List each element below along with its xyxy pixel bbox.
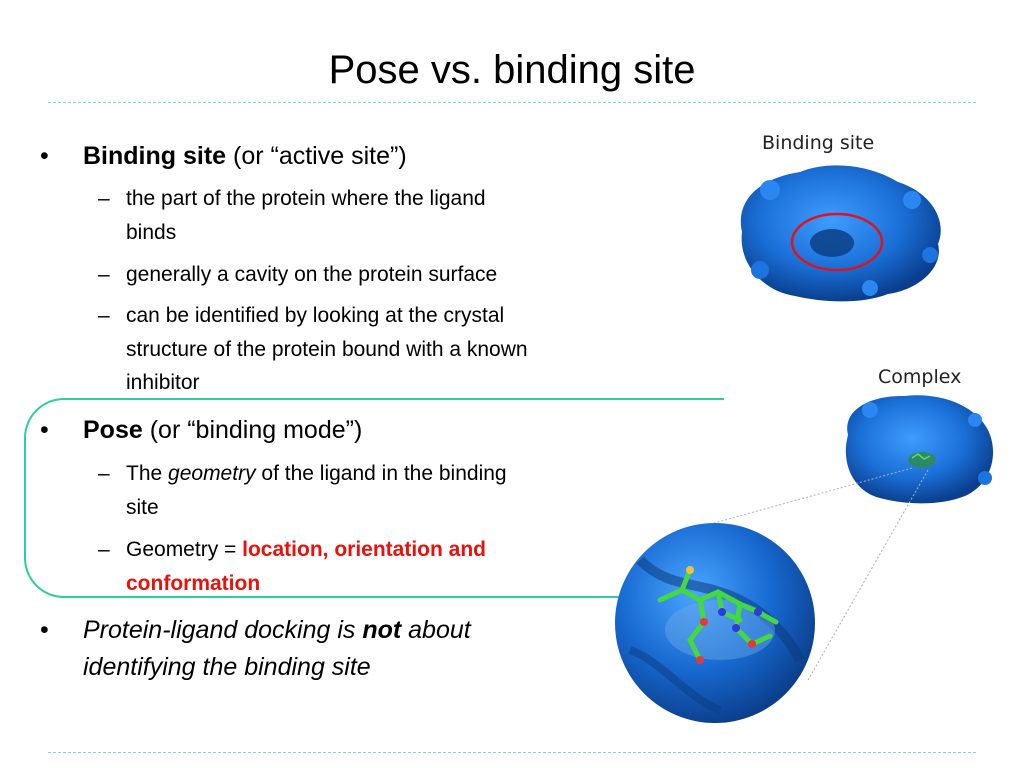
complex-label: Complex <box>878 366 962 388</box>
sub-line: structure of the protein bound with a kn… <box>126 338 528 361</box>
text-part: about <box>401 616 471 644</box>
dash-marker: – <box>98 304 110 327</box>
highlight-text: location, orientation and <box>242 538 486 561</box>
dash-marker: – <box>98 263 110 286</box>
dash-marker: – <box>98 462 110 485</box>
pose-highlight-box <box>24 398 724 598</box>
dash-marker: – <box>98 538 110 561</box>
bullet-line: identifying the binding site <box>83 653 371 681</box>
bold-term: not <box>362 616 402 644</box>
zoom-line-bottom <box>807 469 929 681</box>
bullet-text: Protein-ligand docking is not about <box>83 614 471 647</box>
bottom-divider <box>48 752 976 753</box>
sub-line: binds <box>126 221 177 244</box>
top-divider <box>48 102 976 103</box>
bullet-rest: (or “binding mode”) <box>142 416 363 444</box>
slide-title: Pose vs. binding site <box>328 48 696 92</box>
bullet-bold-term: Pose <box>83 416 143 444</box>
bullet-marker: • <box>40 416 49 444</box>
sub-line: the part of the protein where the ligand <box>126 187 486 210</box>
binding-site-label: Binding site <box>762 132 875 154</box>
binding-site-circle <box>790 212 884 272</box>
sub-line: generally a cavity on the protein surfac… <box>126 263 498 286</box>
bullet-marker: • <box>40 142 49 170</box>
italic-term: geometry <box>168 462 256 485</box>
bullet-bold-term: Binding site <box>83 142 227 170</box>
text-part: The <box>126 462 169 485</box>
bullet-text: Binding site (or “active site”) <box>83 140 407 173</box>
highlight-text: conformation <box>126 572 261 595</box>
sub-line: can be identified by looking at the crys… <box>126 304 505 327</box>
bullet-marker: • <box>40 616 49 644</box>
bullet-rest: (or “active site”) <box>226 142 407 170</box>
sub-line: inhibitor <box>126 371 200 394</box>
sub-line: The geometry of the ligand in the bindin… <box>126 457 507 490</box>
dash-marker: – <box>98 187 110 210</box>
text-part: of the ligand in the binding <box>255 462 507 485</box>
bullet-text: Pose (or “binding mode”) <box>83 414 362 447</box>
text-part: Geometry = <box>126 538 243 561</box>
complex-protein-image <box>845 395 994 504</box>
text-part: Protein-ligand docking is <box>83 616 363 644</box>
sub-line: site <box>126 496 159 519</box>
sub-line: Geometry = location, orientation and <box>126 533 486 566</box>
binding-site-protein-image <box>740 165 941 302</box>
